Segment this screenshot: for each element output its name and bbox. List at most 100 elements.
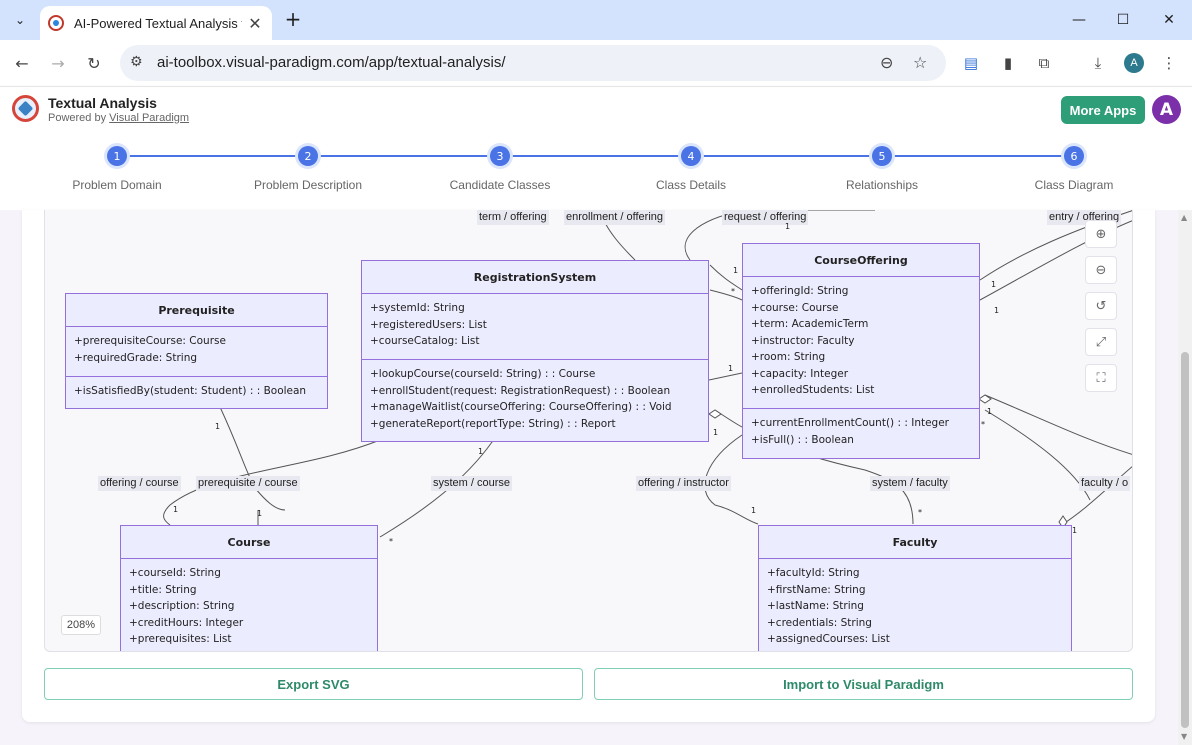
import-visual-paradigm-button[interactable]: Import to Visual Paradigm xyxy=(594,668,1133,700)
zoom-icon[interactable]: ⊖ xyxy=(880,53,893,72)
class-prerequisite-attributes: +prerequisiteCourse: Course +requiredGra… xyxy=(66,327,327,377)
zoom-in-icon[interactable]: ⊕ xyxy=(1085,220,1117,248)
edge-offering-right xyxy=(985,395,1133,455)
fullscreen-icon[interactable]: ⛶ xyxy=(1085,364,1117,392)
edge-registration-offering xyxy=(710,290,742,300)
class-offering-name: CourseOffering xyxy=(743,244,979,277)
class-prerequisite[interactable]: Prerequisite +prerequisiteCourse: Course… xyxy=(65,293,328,409)
app-title: Textual Analysis xyxy=(48,95,157,111)
mult-17: 1 xyxy=(1072,526,1077,535)
bookmark-star-icon[interactable]: ☆ xyxy=(913,53,927,72)
edge-faculty-o-b xyxy=(1063,465,1133,524)
step-1-dot[interactable]: 1 xyxy=(107,146,127,166)
label-request-offering: request / offering xyxy=(722,210,808,225)
favicon-icon xyxy=(48,15,64,31)
step-5-dot[interactable]: 5 xyxy=(872,146,892,166)
step-1-label[interactable]: Problem Domain xyxy=(37,178,197,192)
class-faculty-attributes: +facultyId: String +firstName: String +l… xyxy=(759,559,1071,652)
tab-title: AI-Powered Textual Analysis for xyxy=(74,16,242,31)
attribute: +offeringId: String xyxy=(751,283,971,300)
attribute: +assignedCourses: List xyxy=(767,631,1063,648)
class-registration-attributes: +systemId: String +registeredUsers: List… xyxy=(362,294,708,360)
step-4-label[interactable]: Class Details xyxy=(611,178,771,192)
attribute: +course: Course xyxy=(751,300,971,317)
class-diagram-canvas[interactable]: term / offering enrollment / offering re… xyxy=(44,210,1133,652)
forward-icon[interactable]: → xyxy=(46,51,70,75)
new-tab-icon[interactable]: + xyxy=(282,8,304,30)
more-apps-button[interactable]: More Apps xyxy=(1061,96,1145,124)
extension-doc-icon[interactable]: ▤ xyxy=(960,52,982,74)
step-3-label[interactable]: Candidate Classes xyxy=(420,178,580,192)
powered-by-link[interactable]: Visual Paradigm xyxy=(109,112,189,124)
step-3-dot[interactable]: 3 xyxy=(490,146,510,166)
attribute: +title: String xyxy=(129,582,369,599)
browser-tab[interactable]: AI-Powered Textual Analysis for ✕ xyxy=(40,6,272,40)
class-course-attributes: +courseId: String +title: String +descri… xyxy=(121,559,377,652)
attribute: +firstName: String xyxy=(767,582,1063,599)
user-avatar[interactable]: A xyxy=(1152,95,1181,124)
class-registration-name: RegistrationSystem xyxy=(362,261,708,294)
minimize-icon[interactable]: — xyxy=(1056,0,1102,40)
extension-chat-icon[interactable]: ▮ xyxy=(997,52,1019,74)
scroll-down-icon[interactable]: ▼ xyxy=(1181,732,1187,741)
class-prerequisite-operations: +isSatisfiedBy(student: Student) : : Boo… xyxy=(66,377,327,400)
address-bar[interactable]: ⚙ ai-toolbox.visual-paradigm.com/app/tex… xyxy=(120,45,946,81)
class-faculty[interactable]: Faculty +facultyId: String +firstName: S… xyxy=(758,525,1072,652)
scrollbar-thumb[interactable] xyxy=(1181,352,1189,728)
back-icon[interactable]: ← xyxy=(10,51,34,75)
mult-10: 1 xyxy=(713,428,718,437)
class-course[interactable]: Course +courseId: String +title: String … xyxy=(120,525,378,652)
label-enrollment-offering: enrollment / offering xyxy=(564,210,665,225)
mult-14: * xyxy=(389,537,393,546)
step-6-dot[interactable]: 6 xyxy=(1064,146,1084,166)
zoom-out-icon[interactable]: ⊖ xyxy=(1085,256,1117,284)
edge-faculty-o-a xyxy=(985,410,1090,500)
mult-13: 1 xyxy=(257,509,262,518)
extensions-puzzle-icon[interactable]: ⧉ xyxy=(1033,52,1055,74)
attribute: +creditHours: Integer xyxy=(129,615,369,632)
class-faculty-name: Faculty xyxy=(759,526,1071,559)
class-prerequisite-name: Prerequisite xyxy=(66,294,327,327)
attribute: +courseCatalog: List xyxy=(370,333,700,350)
step-2-dot[interactable]: 2 xyxy=(298,146,318,166)
label-prerequisite-course: prerequisite / course xyxy=(196,476,300,491)
site-info-icon[interactable]: ⚙ xyxy=(130,54,143,70)
url-text: ai-toolbox.visual-paradigm.com/app/textu… xyxy=(157,54,506,71)
fit-view-icon[interactable]: ⤢ xyxy=(1085,328,1117,356)
browser-menu-icon[interactable]: ⋮ xyxy=(1158,52,1180,74)
label-offering-course: offering / course xyxy=(98,476,181,491)
window-close-icon[interactable]: ✕ xyxy=(1146,0,1192,40)
scroll-up-icon[interactable]: ▲ xyxy=(1181,213,1187,222)
class-registration-system[interactable]: RegistrationSystem +systemId: String +re… xyxy=(361,260,709,442)
mult-1: 1 xyxy=(785,222,790,231)
attribute: +lastName: String xyxy=(767,598,1063,615)
attribute: +room: String xyxy=(751,349,971,366)
mult-12: 1 xyxy=(173,505,178,514)
reload-icon[interactable]: ↻ xyxy=(82,51,106,75)
browser-toolbar: ← → ↻ ⚙ ai-toolbox.visual-paradigm.com/a… xyxy=(0,40,1192,86)
operation: +isFull() : : Boolean xyxy=(751,432,971,449)
step-5-label[interactable]: Relationships xyxy=(802,178,962,192)
edge-prerequisite-course xyxy=(220,407,285,510)
tab-search-icon[interactable]: ⌄ xyxy=(8,8,32,32)
class-course-offering[interactable]: CourseOffering +offeringId: String +cour… xyxy=(742,243,980,459)
page-scrollbar[interactable]: ▲ ▼ xyxy=(1178,210,1192,745)
profile-avatar[interactable]: A xyxy=(1124,53,1144,73)
reset-view-icon[interactable]: ↺ xyxy=(1085,292,1117,320)
tab-close-icon[interactable]: ✕ xyxy=(246,14,264,33)
maximize-icon[interactable]: ☐ xyxy=(1100,0,1146,40)
step-4-dot[interactable]: 4 xyxy=(681,146,701,166)
label-system-faculty: system / faculty xyxy=(870,476,950,491)
wizard-stepper: 1 2 3 4 5 6 Problem Domain Problem Descr… xyxy=(0,132,1192,210)
mult-16: * xyxy=(918,508,922,517)
attribute: +term: AcademicTerm xyxy=(751,316,971,333)
download-icon[interactable]: ⤓ xyxy=(1087,52,1109,74)
label-offering-instructor: offering / instructor xyxy=(636,476,731,491)
step-2-label[interactable]: Problem Description xyxy=(228,178,388,192)
step-6-label[interactable]: Class Diagram xyxy=(994,178,1154,192)
app-header: Textual Analysis Powered by Visual Parad… xyxy=(0,86,1192,132)
export-svg-button[interactable]: Export SVG xyxy=(44,668,583,700)
class-course-name: Course xyxy=(121,526,377,559)
zoom-level: 208% xyxy=(61,615,101,635)
attribute: +capacity: Integer xyxy=(751,366,971,383)
